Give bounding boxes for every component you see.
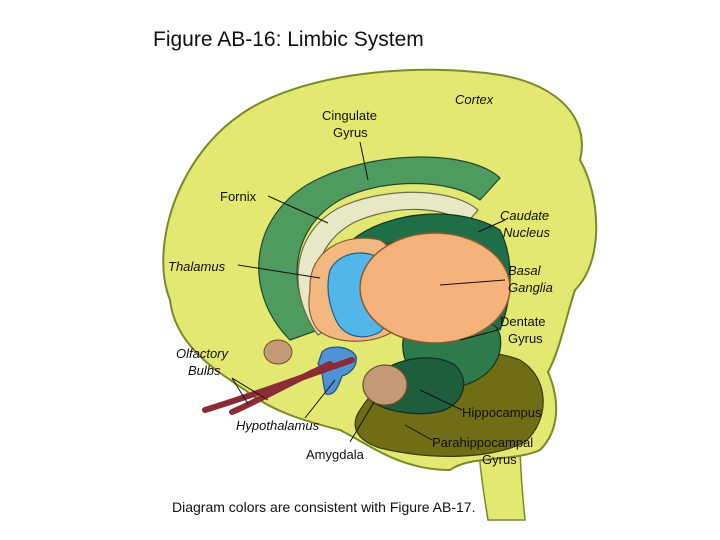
leader-amygdala <box>349 401 375 443</box>
leader-cingulate <box>359 141 369 181</box>
label-caudate-line2: Nucleus <box>503 225 550 240</box>
cingulate-gyrus <box>258 156 501 341</box>
amygdala <box>362 364 408 406</box>
label-olfactory-line1: Olfactory <box>176 346 230 361</box>
label-amygdala: Amygdala <box>306 447 365 462</box>
fornix <box>297 191 479 336</box>
label-fornix: Fornix <box>220 189 257 204</box>
label-hypothalamus: Hypothalamus <box>236 418 320 433</box>
label-parahippocampal-line2: Gyrus <box>482 452 517 467</box>
leader-caudate <box>477 219 506 233</box>
label-parahippocampal-line1: Parahippocampal <box>432 435 533 450</box>
label-dentate-line1: Dentate <box>500 314 546 329</box>
label-basal-line2: Ganglia <box>508 280 553 295</box>
label-caudate-line1: Caudate <box>500 208 549 223</box>
label-olfactory-line2: Bulbs <box>188 363 221 378</box>
label-hippocampus: Hippocampus <box>462 405 542 420</box>
olfactory-bulb-1 <box>202 357 355 413</box>
leader-dentate <box>459 329 499 341</box>
leader-parahippocampal <box>404 424 433 441</box>
olfactory-bulb-2 <box>229 361 333 415</box>
label-basal-line1: Basal <box>508 263 542 278</box>
leader-hippocampus <box>419 389 463 411</box>
leader-fornix <box>267 195 329 224</box>
leader-basal <box>439 279 506 286</box>
basal-ganglia <box>359 232 511 344</box>
label-cortex: Cortex <box>455 92 494 107</box>
label-cingulate-line1: Cingulate <box>322 108 377 123</box>
label-cingulate-line2: Gyrus <box>333 125 368 140</box>
figure-caption: Diagram colors are consistent with Figur… <box>172 499 475 515</box>
leader-hypothalamus <box>304 379 336 419</box>
label-dentate-line2: Gyrus <box>508 331 543 346</box>
leader-thalamus <box>237 264 321 279</box>
leader-olfactory-1 <box>231 377 269 401</box>
label-thalamus: Thalamus <box>168 259 226 274</box>
figure-title: Figure AB-16: Limbic System <box>153 28 424 51</box>
leader-olfactory-2 <box>231 377 249 405</box>
tan-blob <box>263 339 293 365</box>
